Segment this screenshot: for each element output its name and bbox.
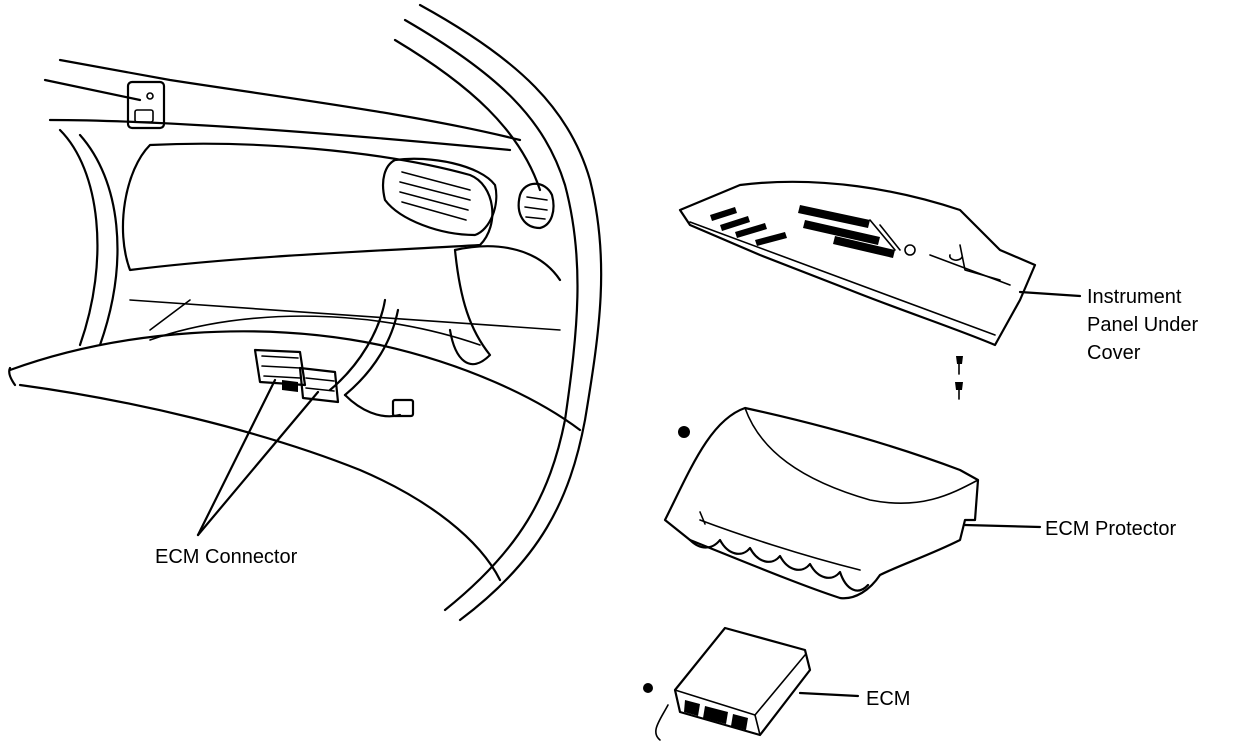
label-ecm-connector: ECM Connector	[155, 546, 298, 568]
ecm-protector-illustration	[663, 406, 1042, 600]
dashboard-illustration	[8, 3, 603, 622]
connector-leader-1	[196, 378, 277, 537]
label-ecm-protector: ECM Protector	[1045, 518, 1176, 540]
label-instrument-panel-under-cover-line1: Instrument	[1087, 286, 1182, 308]
ecm-connector-shapes	[253, 348, 340, 404]
ecm-leader	[798, 691, 860, 698]
instrument-panel-under-cover-illustration	[678, 180, 1082, 400]
label-instrument-panel-under-cover-line2: Panel Under	[1087, 314, 1199, 336]
protector-leader	[963, 523, 1042, 529]
connector-leader-2	[196, 390, 320, 537]
ecm-illustration	[643, 626, 860, 741]
label-ecm: ECM	[866, 688, 910, 710]
cover-screws	[955, 356, 963, 400]
label-instrument-panel-under-cover-line3: Cover	[1087, 342, 1141, 364]
cover-leader	[1018, 290, 1082, 298]
